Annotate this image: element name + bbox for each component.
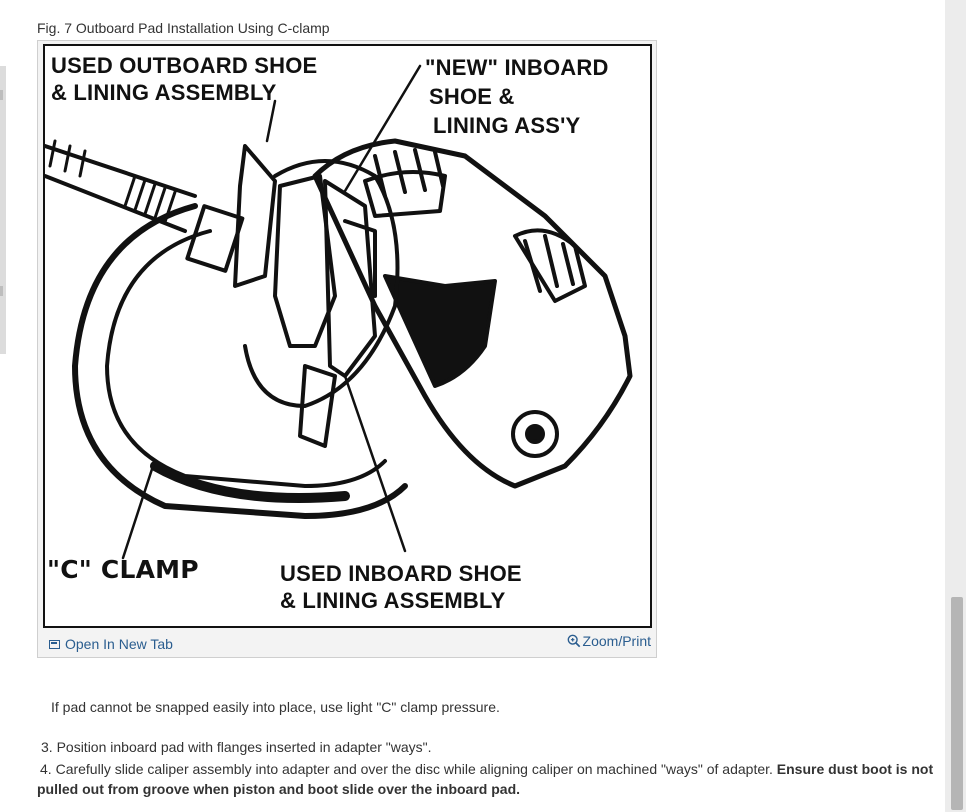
label-line: USED INBOARD SHOE	[280, 561, 522, 586]
step-number: 4.	[40, 761, 52, 777]
left-edge-marker	[0, 286, 3, 296]
left-edge-strip	[0, 66, 6, 354]
scrollbar-thumb[interactable]	[951, 597, 963, 810]
figure-container: USED OUTBOARD SHOE & LINING ASSEMBLY "NE…	[37, 40, 657, 658]
page: Fig. 7 Outboard Pad Installation Using C…	[0, 0, 945, 812]
zoom-icon	[567, 634, 580, 648]
label-used-outboard: USED OUTBOARD SHOE & LINING ASSEMBLY	[51, 52, 351, 106]
open-in-new-tab-label: Open In New Tab	[65, 636, 173, 652]
step-text: Carefully slide caliper assembly into ad…	[51, 761, 777, 777]
label-c-clamp: "C" CLAMP	[47, 555, 199, 584]
label-line: & LINING ASSEMBLY	[51, 80, 277, 105]
figure-footer: Open In New Tab Zoom/Print	[38, 633, 656, 657]
figure-caption: Fig. 7 Outboard Pad Installation Using C…	[37, 20, 330, 36]
figure-illustration: USED OUTBOARD SHOE & LINING ASSEMBLY "NE…	[43, 44, 652, 628]
left-edge-marker	[0, 90, 3, 100]
open-in-new-tab-link[interactable]: Open In New Tab	[49, 636, 173, 652]
new-tab-icon	[49, 639, 60, 649]
label-line: LINING ASS'Y	[433, 113, 581, 138]
zoom-print-label: Zoom/Print	[582, 633, 651, 649]
label-used-inboard: USED INBOARD SHOE & LINING ASSEMBLY	[280, 560, 580, 614]
label-line: & LINING ASSEMBLY	[280, 588, 506, 613]
label-new-inboard: "NEW" INBOARD SHOE & LINING ASS'Y	[425, 53, 645, 140]
step-warning: Ensure dust boot is not pulled out from …	[37, 761, 934, 797]
caliper-clamp-drawing	[45, 64, 633, 560]
label-line: "NEW" INBOARD	[425, 55, 609, 80]
step-4: 4. Carefully slide caliper assembly into…	[37, 759, 937, 799]
zoom-print-link[interactable]: Zoom/Print	[567, 633, 651, 649]
label-line: USED OUTBOARD SHOE	[51, 53, 318, 78]
label-line: SHOE &	[429, 84, 515, 109]
step-3: 3. Position inboard pad with flanges ins…	[41, 739, 432, 755]
paragraph-clamp-pressure: If pad cannot be snapped easily into pla…	[51, 699, 500, 715]
